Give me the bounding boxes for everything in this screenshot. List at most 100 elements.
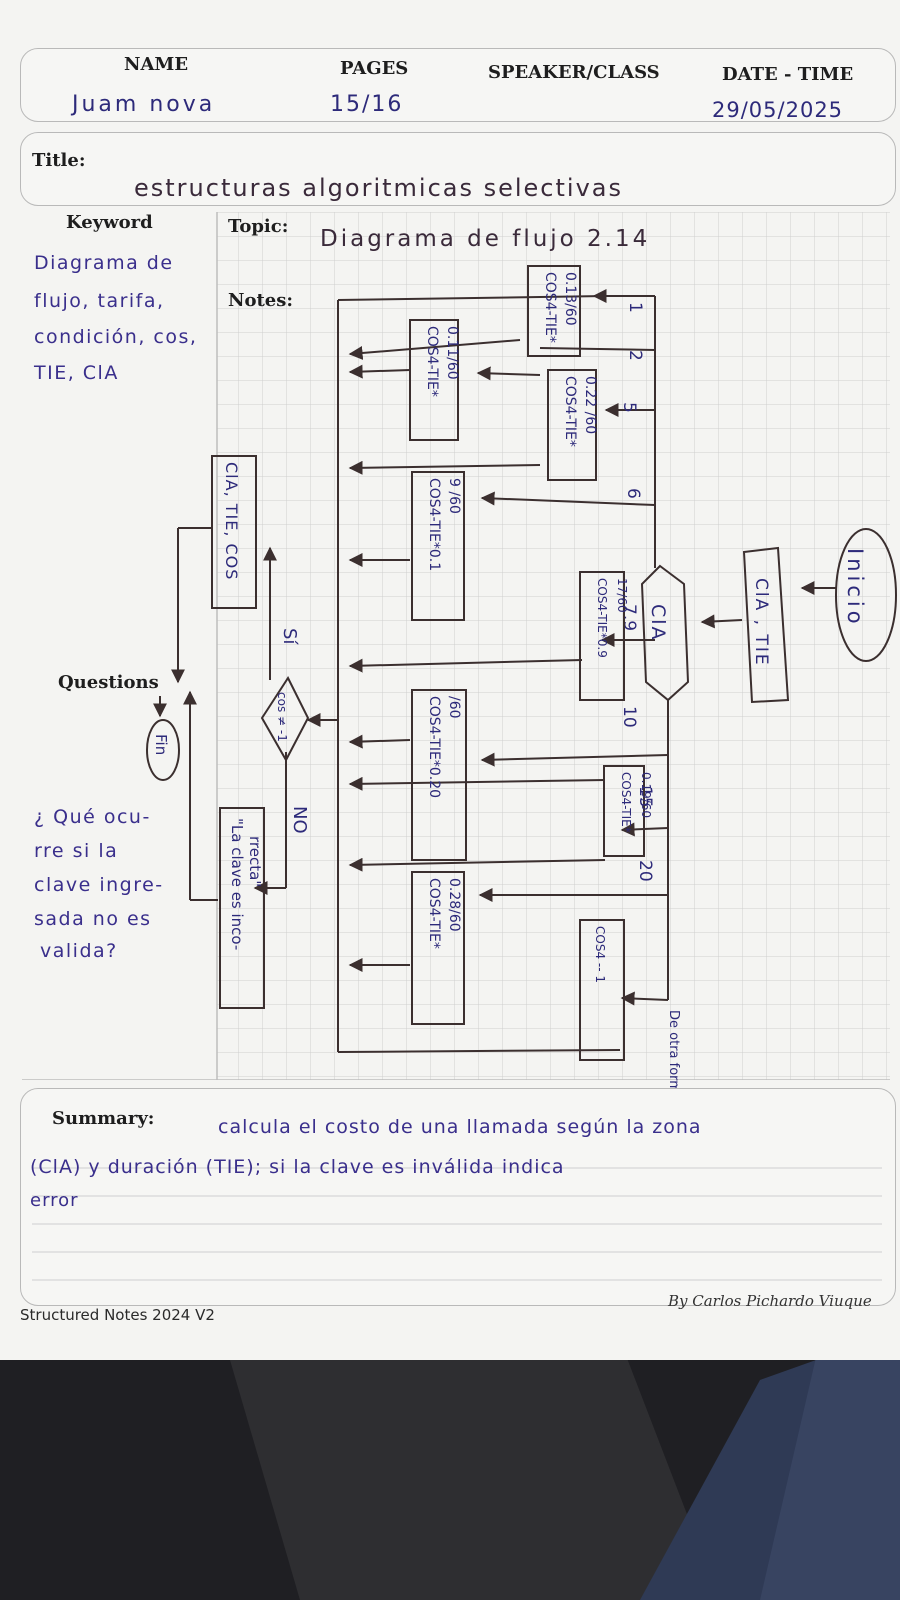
process-box: COS4-TIE*0.28/60 [411,871,465,1025]
process-box-text: COS4-TIE* [562,376,578,447]
flow-arrow [348,857,606,872]
keyword-line: flujo, tarifa, [34,290,165,312]
branch-label: 2 [625,350,645,361]
process-box-text: 0.22 /60 [582,376,598,434]
process-box-text: 17/60 [615,578,629,613]
process-box-text: 0.28/60 [446,878,462,932]
notes-label: Notes: [228,290,294,311]
summary-box [20,1088,896,1306]
title-box [20,132,896,206]
question-line: ¿ Qué ocu- [34,806,151,828]
process-box-text: COS4-TIE* [426,878,442,949]
output-box: ClA, TIE, COS [211,455,257,609]
input-label: ClA , TIE [751,578,771,667]
flow-arrow [480,752,669,767]
decision-label: ClA [647,604,669,642]
flow-arrow [348,658,583,673]
questions-label: Questions [58,672,159,693]
datetime-label: DATE - TIME [722,64,854,85]
question-line: clave ingre- [34,874,164,896]
process-box-text: 0.13/60 [562,272,578,326]
notes-grid [22,212,890,1080]
pages-value: 15/16 [330,92,404,117]
branch-label: 10 [619,706,639,728]
keyword-line: TIE, ClA [34,362,119,384]
check-label: cos ≠ -1 [275,692,289,742]
process-box: COS4-TIE*0.11/60 [409,319,460,441]
question-line: valida? [40,940,118,962]
process-box-text: COS4 -- 1 [593,926,607,983]
summary-rules [32,1167,882,1281]
speaker-label: SPEAKER/CLASS [488,62,660,83]
title-value: estructuras algoritmicas selectivas [134,174,623,202]
flow-arrow [476,366,541,381]
keyword-line: Diagrama de [34,252,174,274]
name-label: NAME [124,54,189,75]
branch-label: De otra forma [666,1010,681,1100]
summary-line: error [30,1190,79,1211]
process-box-text: COS4-TIE* [542,272,558,343]
topic-value: Diagrama de flujo 2.14 [320,226,651,252]
process-box-text: /60 [446,696,462,719]
process-box: COS4 -- 1 [579,919,625,1061]
branch-label: 20 [635,860,655,882]
input-box: ClA , TIE [742,546,790,704]
start-label: Inicio [843,548,867,628]
branch-label: 6 [623,488,643,499]
process-box: COS4-TIE* 0.19/60 [603,765,653,857]
question-line: rre si la [34,840,119,862]
flow-line [337,1049,621,1053]
process-box: COS4-TIE*0.22 /60 [547,369,598,481]
header-box [20,48,896,122]
error-line: rrecta" [246,836,264,887]
topic-label: Topic: [228,216,289,237]
flow-arrow [348,339,521,360]
branch-label: 5 [619,402,639,413]
process-box-text: COS4-TIE* [619,772,633,833]
flow-arrow [700,614,743,629]
error-box: "La clave es inco- rrecta" [219,807,265,1009]
process-box-text: 0.19/60 [639,772,653,818]
summary-line: (ClA) y duración (TIE); si la clave es i… [30,1156,565,1178]
process-box-text: 9 /60 [446,478,462,514]
check-decision: cos ≠ -1 [260,675,310,763]
error-line: "La clave es inco- [228,818,246,950]
end-label: Fin [152,734,170,755]
decision-cla: ClA [640,564,690,702]
output-label: ClA, TIE, COS [222,462,241,580]
summary-line: calcula el costo de una llamada según la… [218,1116,702,1138]
process-box-text: COS4-TIE*0.9 [595,578,609,658]
flow-line [539,347,656,351]
flow-arrow [348,734,411,749]
yes-label: Sí [279,628,300,645]
keyword-line: condición, cos, [34,326,198,348]
footer-author: By Carlos Pichardo Viuque [668,1292,872,1310]
process-box: COS4-TIE*0.9 17/60 [579,571,629,701]
name-value: Juam nova [72,92,216,117]
flow-arrow [348,460,541,475]
no-label: NO [289,806,310,834]
title-label: Title: [32,150,86,171]
flow-arrow [620,991,669,1006]
start-terminal: Inicio [835,528,897,662]
end-terminal: Fin [146,719,180,781]
process-box: COS4-TIE*0.13/60 [527,265,581,357]
process-box-text: 0.11/60 [444,326,460,380]
datetime-value: 29/05/2025 [712,98,844,122]
branch-label: 1 [625,302,645,313]
flow-line [337,295,606,301]
process-box-text: COS4-TIE*0.1 [426,478,442,571]
summary-label: Summary: [52,1108,155,1129]
question-line: sada no es [34,908,152,930]
flow-arrow [480,491,656,506]
pages-label: PAGES [340,58,409,79]
process-box: COS4-TIE*0.20/60 [411,689,467,861]
process-box-text: COS4-TIE* [424,326,440,397]
notes-sheet: NAME PAGES SPEAKER/CLASS DATE - TIME Jua… [0,0,900,1360]
flow-arrow [348,364,411,379]
footer-template-name: Structured Notes 2024 V2 [20,1306,215,1324]
flow-arrow [348,776,606,791]
